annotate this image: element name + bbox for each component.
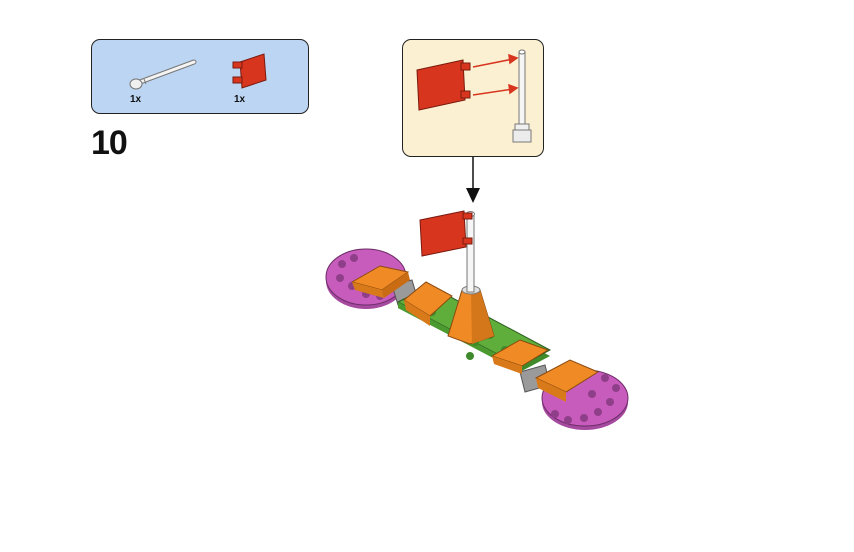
model-flag — [419, 210, 473, 257]
callout-down-arrow — [466, 157, 480, 203]
parts-list-illustrations — [129, 53, 267, 90]
callout-flag — [416, 59, 471, 111]
step-number: 10 — [91, 124, 128, 162]
orange-slope-tiles — [350, 265, 600, 402]
assembled-model — [325, 210, 629, 430]
callout-illustration — [416, 49, 532, 143]
orange-cone — [447, 285, 495, 345]
sub-assembly-callout — [402, 39, 544, 157]
antenna-bar-part — [129, 59, 197, 90]
callout-antenna — [512, 49, 532, 143]
flag-quantity: 1x — [234, 94, 246, 105]
antenna-quantity: 1x — [130, 94, 142, 105]
assembly-arrows — [472, 53, 519, 96]
parts-list-box: 1x 1x — [91, 39, 309, 114]
model-antenna — [466, 211, 475, 293]
flag-part — [232, 53, 267, 89]
